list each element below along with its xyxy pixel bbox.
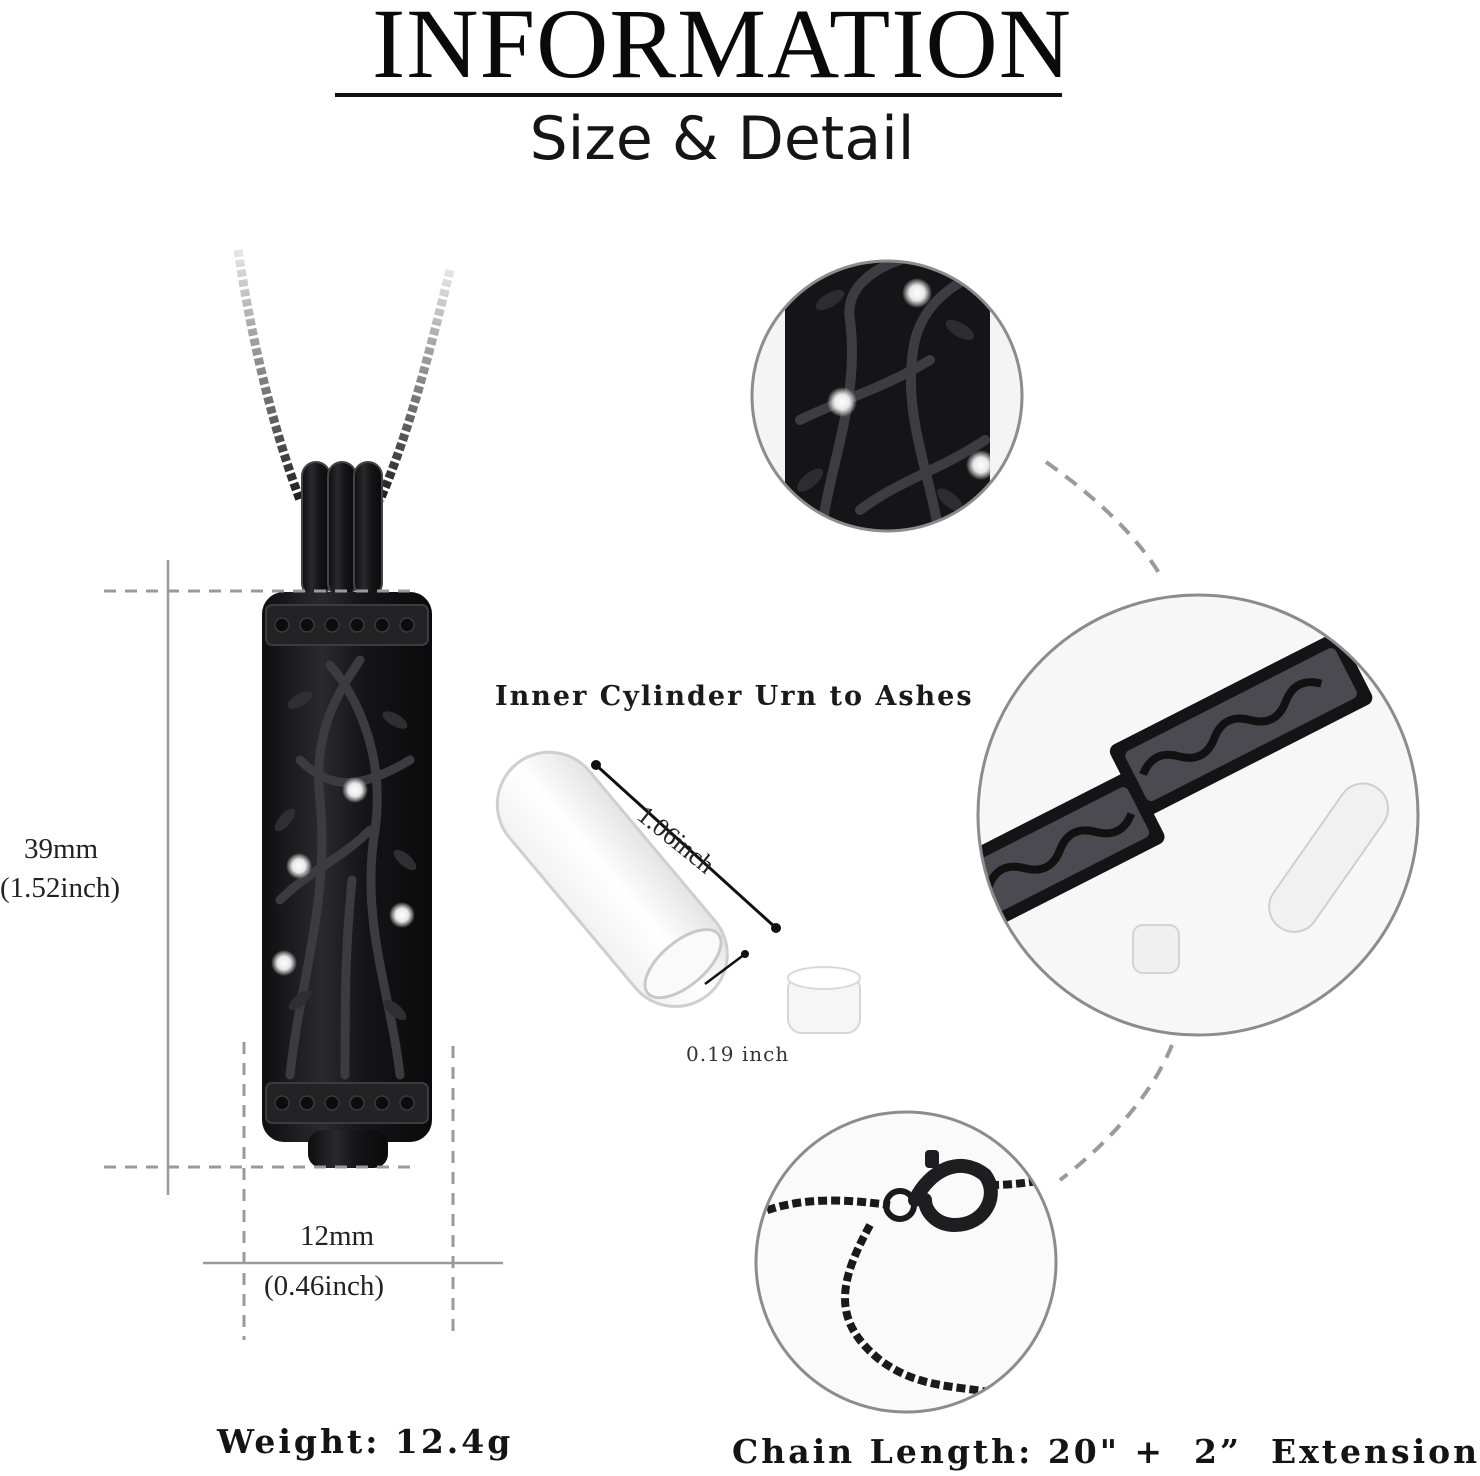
- width-inch-label: (0.46inch): [264, 1270, 384, 1302]
- tube-diameter-label: 0.19 inch: [686, 1042, 790, 1066]
- title-underline: [335, 93, 1062, 97]
- inner-cylinder-label: Inner Cylinder Urn to Ashes: [495, 681, 974, 712]
- chain-length-label: Chain Length: 20" + 2” Extension: [732, 1432, 1480, 1471]
- height-inch-label: (1.52inch): [0, 872, 120, 904]
- stopper-image: [787, 966, 861, 1034]
- connector-lines: [1044, 460, 1174, 1182]
- page-subtitle: Size & Detail: [529, 104, 915, 174]
- product-artwork: [104, 249, 1420, 1414]
- glass-tube-image: [495, 750, 781, 1008]
- page-title: INFORMATION: [372, 0, 1072, 99]
- dimension-guides: [104, 560, 503, 1340]
- height-mm-label: 39mm: [24, 833, 99, 865]
- weight-label: Weight: 12.4g: [217, 1422, 514, 1461]
- filigree-closeup-image: [750, 259, 1024, 533]
- pendant-image: [233, 249, 455, 1168]
- open-pendant-image: [976, 593, 1420, 1037]
- width-mm-label: 12mm: [300, 1220, 375, 1252]
- clasp-chain-image: [754, 1110, 1058, 1414]
